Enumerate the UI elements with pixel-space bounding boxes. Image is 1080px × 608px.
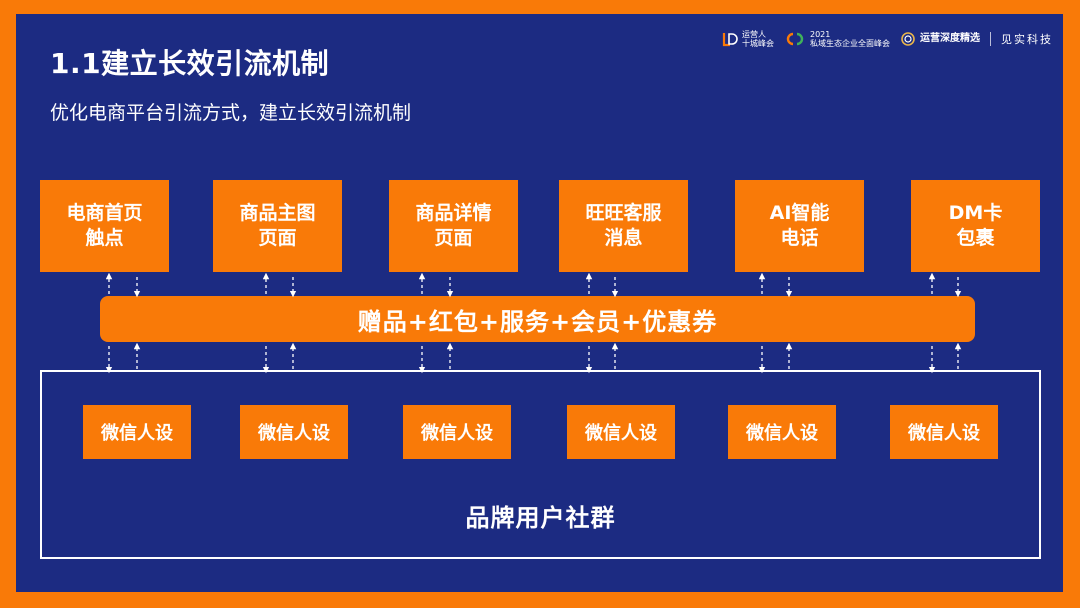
channel-detail-page: 商品详情 页面: [389, 180, 518, 272]
persona-box: 微信人设: [890, 405, 998, 459]
channel-label: 商品主图 页面: [239, 202, 316, 249]
logo-divider: [990, 32, 991, 47]
ring-logo-icon: [901, 32, 915, 46]
logo-bar: 运营人 十城峰会 2021 私域生态企业全面峰会 运营深度精选 见实科技: [722, 30, 1053, 48]
community-box: [40, 370, 1041, 559]
cd-logo-icon: [786, 32, 804, 46]
community-label: 品牌用户社群: [465, 504, 616, 532]
logo-ring: 运营深度精选: [900, 31, 980, 47]
slide: 1.1建立长效引流机制 优化电商平台引流方式，建立长效引流机制 运营人 十城峰会…: [16, 14, 1063, 592]
channel-wangwang: 旺旺客服 消息: [559, 180, 688, 272]
logo-cd-text: 2021 私域生态企业全面峰会: [810, 30, 890, 49]
persona-box: 微信人设: [403, 405, 511, 459]
incentive-bar: 赠品+红包+服务+会员+优惠券: [100, 296, 975, 342]
channel-dm-card: DM卡 包裹: [911, 180, 1040, 272]
channel-ai-phone: AI智能 电话: [735, 180, 864, 272]
brand-name: 见实科技: [1001, 33, 1053, 47]
persona-box: 微信人设: [567, 405, 675, 459]
channel-label: 商品详情 页面: [415, 202, 492, 249]
logo-ld: 运营人 十城峰会: [722, 30, 774, 48]
logo-ring-text: 运营深度精选: [920, 33, 980, 45]
persona-box: 微信人设: [83, 405, 191, 459]
channel-label: 旺旺客服 消息: [585, 202, 662, 249]
channel-label: DM卡 包裹: [948, 202, 1003, 249]
page-title: 1.1建立长效引流机制: [50, 47, 330, 80]
channel-homepage: 电商首页 触点: [40, 180, 169, 272]
logo-cd: 2021 私域生态企业全面峰会: [784, 30, 890, 48]
logo-ld-text: 运营人 十城峰会: [742, 30, 774, 49]
ld-logo-icon: [722, 33, 738, 47]
persona-box: 微信人设: [728, 405, 836, 459]
channel-label: 电商首页 触点: [66, 202, 143, 249]
persona-box: 微信人设: [240, 405, 348, 459]
channel-main-image: 商品主图 页面: [213, 180, 342, 272]
page-subtitle: 优化电商平台引流方式，建立长效引流机制: [50, 102, 412, 124]
channel-label: AI智能 电话: [769, 202, 830, 249]
